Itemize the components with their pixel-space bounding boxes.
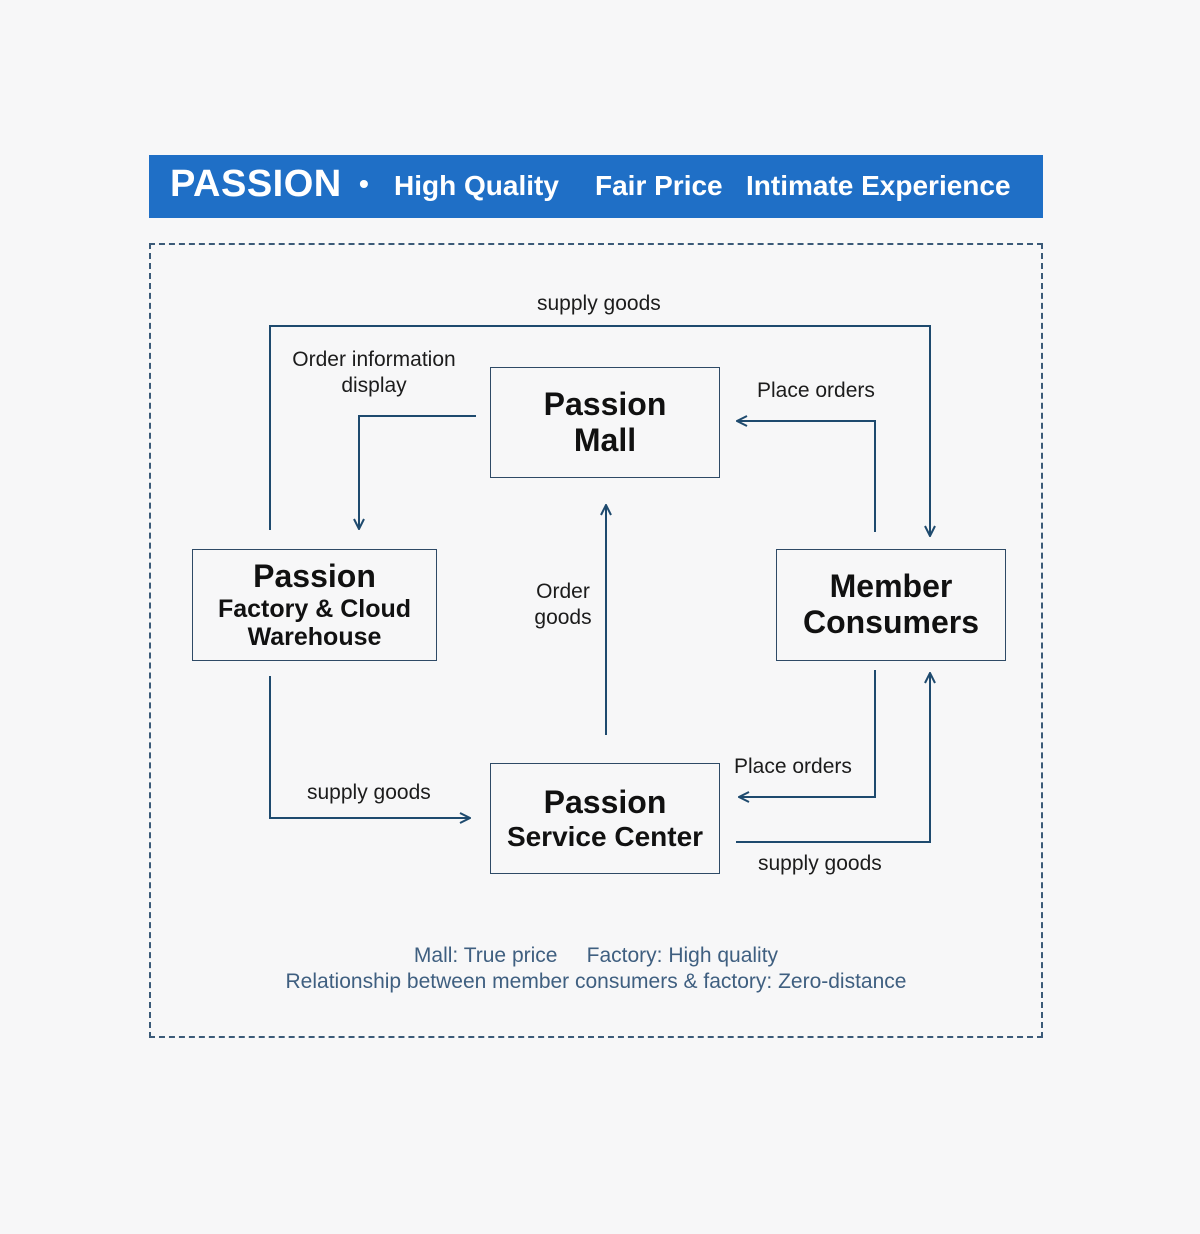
slogan-fair-price: Fair Price (595, 170, 723, 201)
arrow-order-info (359, 415, 476, 529)
node-service-line2: Service Center (506, 820, 704, 852)
node-mall-line2: Mall (573, 421, 637, 458)
label-place-orders-service: Place orders (734, 755, 852, 778)
arrow-place-orders-service (739, 670, 876, 797)
arrow-supply-left (269, 676, 470, 818)
node-passion-service-center: Passion Service Center (490, 763, 720, 874)
node-member-line1: Member (829, 568, 953, 605)
label-order-goods-line1: Order (536, 580, 590, 603)
slogan-intimate-experience: Intimate Experience (746, 170, 1011, 201)
node-passion-mall: Passion Mall (490, 367, 720, 478)
brand-title: PASSION (170, 163, 342, 205)
label-order-info-line1: Order information (292, 348, 456, 371)
label-order-goods-line2: goods (534, 606, 592, 630)
arrow-top-supply (269, 325, 930, 536)
label-top-supply-goods: supply goods (537, 292, 661, 315)
footer-note-line2: Relationship between member consumers & … (285, 970, 907, 993)
footer-note-line1: Mall: True price Factory: High quality (413, 944, 779, 967)
node-member-line2: Consumers (802, 604, 980, 640)
label-supply-goods-right: supply goods (758, 852, 882, 875)
node-member-consumers: Member Consumers (776, 549, 1006, 661)
node-mall-line1: Passion (543, 385, 667, 422)
label-order-information-display: Order information display (284, 347, 464, 400)
arrow-place-orders-mall (737, 421, 876, 532)
bullet-separator: • (359, 168, 369, 199)
node-passion-factory: Passion Factory & Cloud Warehouse (192, 549, 437, 661)
slogan-high-quality: High Quality (394, 170, 559, 201)
node-factory-line2: Factory & Cloud (217, 594, 412, 623)
node-factory-line3: Warehouse (247, 622, 382, 651)
label-order-goods: Order goods (528, 579, 598, 632)
label-place-orders-mall: Place orders (757, 379, 875, 402)
diagram-frame (149, 243, 1043, 1038)
node-factory-line1: Passion (253, 558, 376, 595)
label-supply-goods-left: supply goods (307, 781, 431, 804)
label-order-info-line2: display (341, 374, 407, 398)
arrow-supply-right (736, 673, 930, 843)
node-service-line1: Passion (543, 783, 667, 820)
header-banner: PASSION • High Quality Fair Price Intima… (149, 155, 1043, 218)
